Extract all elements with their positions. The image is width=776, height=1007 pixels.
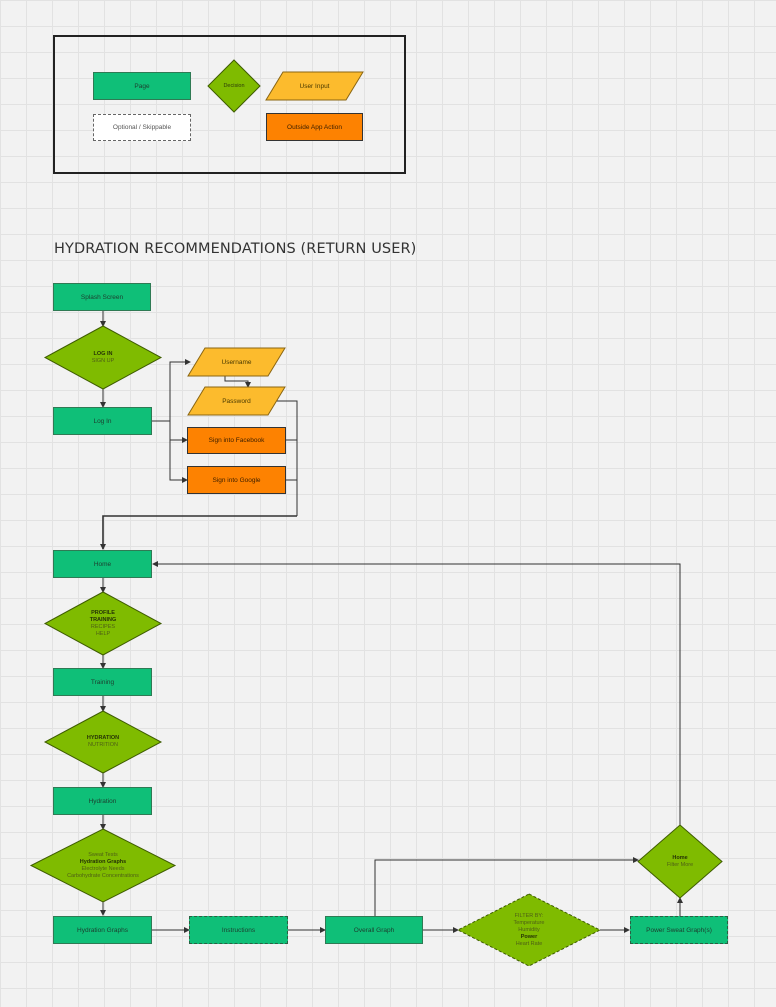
decision-hydration-line3: Electrolyte Needs <box>81 865 125 872</box>
legend-outside-label: Outside App Action <box>287 123 342 131</box>
action-facebook-label: Sign into Facebook <box>208 437 265 444</box>
page-title: HYDRATION RECOMMENDATIONS (RETURN USER) <box>54 241 417 257</box>
node-home: Home <box>53 550 152 578</box>
legend-user-input: User Input <box>265 71 364 101</box>
node-instructions-optional: Instructions <box>189 916 288 944</box>
connector-login-to-facebook <box>169 421 188 443</box>
legend-outside-app: Outside App Action <box>266 113 363 141</box>
connector-end-to-home <box>152 561 681 825</box>
decision-login-faint: SIGN UP <box>91 357 115 364</box>
connector-overall-to-end <box>374 857 639 916</box>
node-hydration-label: Hydration <box>88 797 117 805</box>
action-google-label: Sign into Google <box>212 476 261 484</box>
decision-filter-line3: Humidity <box>518 926 540 933</box>
node-overall-graph-label: Overall Graph <box>353 926 395 934</box>
decision-hydration-bold: Hydration Graphs <box>79 858 127 865</box>
decision-hydration-line1: Sweat Tests <box>88 851 118 858</box>
input-username: Username <box>187 347 286 377</box>
decision-filter-optional: FILTER BY: Temperature Humidity Power He… <box>456 893 602 967</box>
decision-training-bold: HYDRATION <box>86 735 120 741</box>
decision-home-menu: PROFILE TRAINING RECIPES HELP <box>43 591 163 656</box>
input-password-label: Password <box>222 397 251 405</box>
connector-to-home <box>100 515 297 550</box>
connector-login-to-google <box>169 440 188 483</box>
decision-home-filter-more: Home Filter More <box>637 824 723 899</box>
decision-filter-bold: Power <box>520 933 538 940</box>
decision-filter-line1: FILTER BY: <box>514 912 544 919</box>
legend-page-label: Page <box>134 82 150 90</box>
node-hydration: Hydration <box>53 787 152 815</box>
input-password: Password <box>187 386 286 416</box>
decision-home-bold-1: PROFILE <box>91 609 115 616</box>
legend-decision: Decision <box>207 59 261 113</box>
decision-filter-line2: Temperature <box>513 919 545 926</box>
decision-training-menu: HYDRATION NUTRITION <box>43 710 163 774</box>
node-log-in-label: Log In <box>93 417 112 425</box>
decision-hydration-line4: Carbohydrate Concentrations <box>67 872 139 879</box>
decision-login-bold: LOG IN <box>93 350 113 357</box>
decision-home-bold-2: TRAINING <box>89 616 117 623</box>
node-log-in: Log In <box>53 407 152 435</box>
connector-username-to-password <box>224 376 251 388</box>
decision-end-faint: Filter More <box>666 861 694 868</box>
legend-frame <box>53 35 406 174</box>
legend-optional: Optional / Skippable <box>93 114 191 141</box>
action-sign-into-google: Sign into Google <box>187 466 286 494</box>
decision-home-faint-1: RECIPES <box>90 623 116 630</box>
node-power-sweat-graphs-optional: Power Sweat Graph(s) <box>630 916 728 944</box>
legend-user-input-label: User Input <box>299 82 330 90</box>
decision-login-signup: LOG IN SIGN UP <box>43 325 163 390</box>
decision-home-faint-2: HELP <box>95 630 111 637</box>
node-hydration-graphs-label: Hydration Graphs <box>77 926 128 934</box>
node-power-sweat-label: Power Sweat Graph(s) <box>646 926 712 934</box>
decision-end-bold: Home <box>672 854 688 861</box>
connector-password-out <box>276 400 298 516</box>
node-splash-label: Splash Screen <box>80 293 124 301</box>
decision-hydration-menu: Sweat Tests Hydration Graphs Electrolyte… <box>29 828 177 903</box>
input-username-label: Username <box>221 358 252 366</box>
decision-training-faint: NUTRITION <box>88 742 118 748</box>
node-overall-graph: Overall Graph <box>325 916 423 944</box>
node-training: Training <box>53 668 152 696</box>
node-instructions-label: Instructions <box>221 926 256 934</box>
node-home-label: Home <box>93 560 112 568</box>
node-splash-screen: Splash Screen <box>53 283 151 311</box>
legend-optional-label: Optional / Skippable <box>112 124 172 131</box>
node-hydration-graphs: Hydration Graphs <box>53 916 152 944</box>
legend-page: Page <box>93 72 191 100</box>
connector-login-to-username <box>152 359 191 422</box>
action-sign-into-facebook: Sign into Facebook <box>187 427 286 454</box>
legend-decision-label: Decision <box>223 82 245 89</box>
decision-filter-line5: Heart Rate <box>515 940 543 947</box>
node-training-label: Training <box>90 678 115 686</box>
